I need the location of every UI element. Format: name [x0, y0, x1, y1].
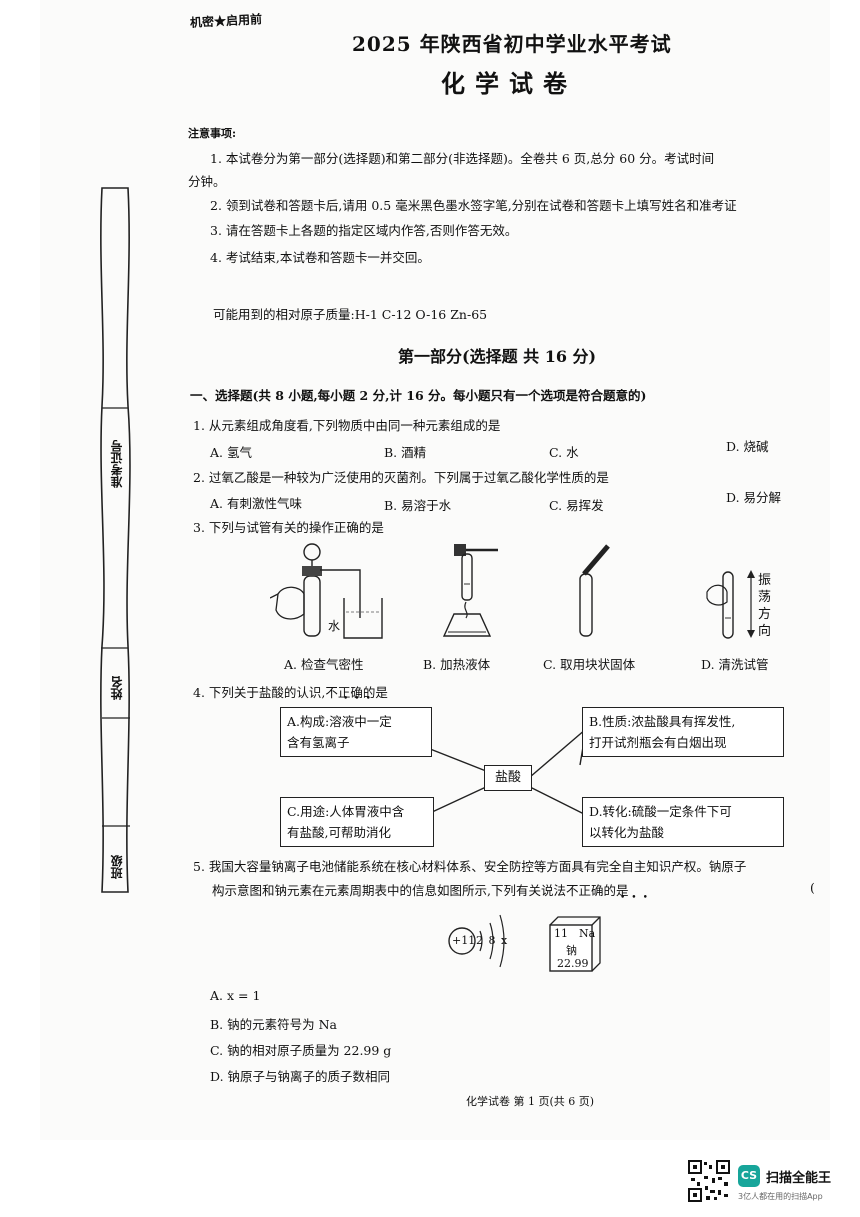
q4-box-c-line2: 有盐酸,可帮助消化	[287, 825, 391, 840]
q5-option-a: A. x = 1	[210, 988, 261, 1003]
q4-box-d-line2: 以转化为盐酸	[589, 825, 665, 840]
q4-box-c: C.用途:人体胃液中含 有盐酸,可帮助消化	[280, 797, 434, 847]
element-symbol: Na	[579, 927, 596, 940]
q4-box-d: D.转化:硫酸一定条件下可 以转化为盐酸	[582, 797, 784, 847]
q5-stem-line2: 构示意图和钠元素在元素周期表中的信息如图所示,下列有关说法不正确的是	[212, 883, 629, 898]
q1-option-c: C. 水	[549, 445, 579, 460]
q3-caption-d: D. 清洗试管	[701, 657, 769, 672]
camscanner-logo-icon: CS	[738, 1165, 760, 1187]
brand-tagline: 3亿人都在用的扫描App	[738, 1192, 823, 1201]
q4-stem: 4. 下列关于盐酸的认识,不正确的是	[193, 685, 388, 700]
brand-name: 扫描全能王	[766, 1171, 832, 1186]
q1-option-d: D. 烧碱	[726, 439, 769, 454]
q1-option-a: A. 氢气	[210, 445, 252, 460]
notes-heading: 注意事项:	[188, 127, 237, 140]
q5-option-d: D. 钠原子与钠离子的质子数相同	[210, 1069, 391, 1084]
exam-page	[40, 0, 830, 1140]
q4-box-b: B.性质:浓盐酸具有挥发性, 打开试剂瓶会有白烟出现	[582, 707, 784, 757]
q2-option-b: B. 易溶于水	[384, 498, 452, 513]
exam-number-label: 准考证号	[110, 440, 124, 488]
q4-box-d-line1: D.转化:硫酸一定条件下可	[589, 804, 732, 819]
q5-stem-line1: 5. 我国大容量钠离子电池储能系统在核心材料体系、安全防控等方面具有完全自主知识…	[193, 859, 747, 874]
atomic-masses: 可能用到的相对原子质量:H-1 C-12 O-16 Zn-65	[213, 307, 488, 322]
q2-option-a: A. 有刺激性气味	[210, 496, 302, 511]
name-label: 姓名	[110, 676, 124, 700]
answer-paren: (	[810, 880, 815, 895]
q3-stem: 3. 下列与试管有关的操作正确的是	[193, 520, 384, 535]
subject-title: 化学试卷	[441, 69, 577, 98]
shake-direction-arrow-icon	[747, 570, 755, 638]
q1-option-b: B. 酒精	[384, 445, 427, 460]
q4-box-c-line1: C.用途:人体胃液中含	[287, 804, 405, 819]
element-name: 钠	[566, 944, 577, 957]
q4-box-b-line2: 打开试剂瓶会有白烟出现	[589, 735, 727, 750]
part1-title: 第一部分(选择题 共 16 分)	[398, 347, 597, 366]
q4-box-a-line1: A.构成:溶液中一定	[287, 714, 392, 729]
note-line: 4. 考试结束,本试卷和答题卡一并交回。	[210, 250, 430, 265]
emphasis-dots: •••	[343, 694, 377, 704]
class-label: 班级	[110, 855, 124, 879]
q4-box-b-line1: B.性质:浓盐酸具有挥发性,	[589, 714, 736, 729]
q4-box-a: A.构成:溶液中一定 含有氢离子	[280, 707, 432, 757]
airtightness-check-figure	[270, 543, 383, 639]
q4-center-node: 盐酸	[484, 765, 532, 791]
note-line: 2. 领到试卷和答题卡后,请用 0.5 毫米黑色墨水签字笔,分别在试卷和答题卡上…	[210, 198, 737, 213]
q3-caption-b: B. 加热液体	[423, 657, 491, 672]
shake-direction-label: 振荡方向	[758, 573, 772, 639]
atomic-number: 11	[554, 927, 568, 940]
exam-title: 2025 年陕西省初中学业水平考试	[352, 32, 672, 56]
q4-box-a-line2: 含有氢离子	[287, 735, 350, 750]
binding-strip	[100, 187, 131, 893]
q2-option-c: C. 易挥发	[549, 498, 604, 513]
q3-caption-a: A. 检查气密性	[284, 657, 364, 672]
q3-caption-c: C. 取用块状固体	[543, 657, 636, 672]
note-line: 分钟。	[188, 174, 226, 189]
q2-option-d: D. 易分解	[726, 490, 782, 505]
q5-option-c: C. 钠的相对原子质量为 22.99 g	[210, 1043, 392, 1058]
water-label: 水	[328, 619, 341, 633]
nucleus-charge: +11	[452, 934, 476, 947]
q2-stem: 2. 过氧乙酸是一种较为广泛使用的灭菌剂。下列属于过氧乙酸化学性质的是	[193, 470, 609, 485]
sodium-atom-structure-figure	[448, 914, 505, 968]
electron-shells: 2 8 x	[476, 934, 509, 947]
qr-code-icon	[688, 1160, 730, 1202]
emphasis-dots: •••	[620, 893, 654, 903]
heating-liquid-figure	[442, 544, 498, 637]
note-line: 3. 请在答题卡上各题的指定区域内作答,否则作答无效。	[210, 223, 518, 238]
q5-option-b: B. 钠的元素符号为 Na	[210, 1017, 337, 1032]
atomic-mass: 22.99	[557, 957, 589, 970]
solid-sampling-figure	[579, 544, 610, 637]
page-footer: 化学试卷 第 1 页(共 6 页)	[466, 1095, 595, 1108]
periodic-table-cell	[549, 916, 601, 972]
q1-stem: 1. 从元素组成角度看,下列物质中由同一种元素组成的是	[193, 418, 501, 433]
cleaning-tube-figure	[706, 571, 734, 639]
note-line: 1. 本试卷分为第一部分(选择题)和第二部分(非选择题)。全卷共 6 页,总分 …	[210, 151, 715, 166]
section-instruction: 一、选择题(共 8 小题,每小题 2 分,计 16 分。每小题只有一个选项是符合…	[190, 388, 647, 403]
